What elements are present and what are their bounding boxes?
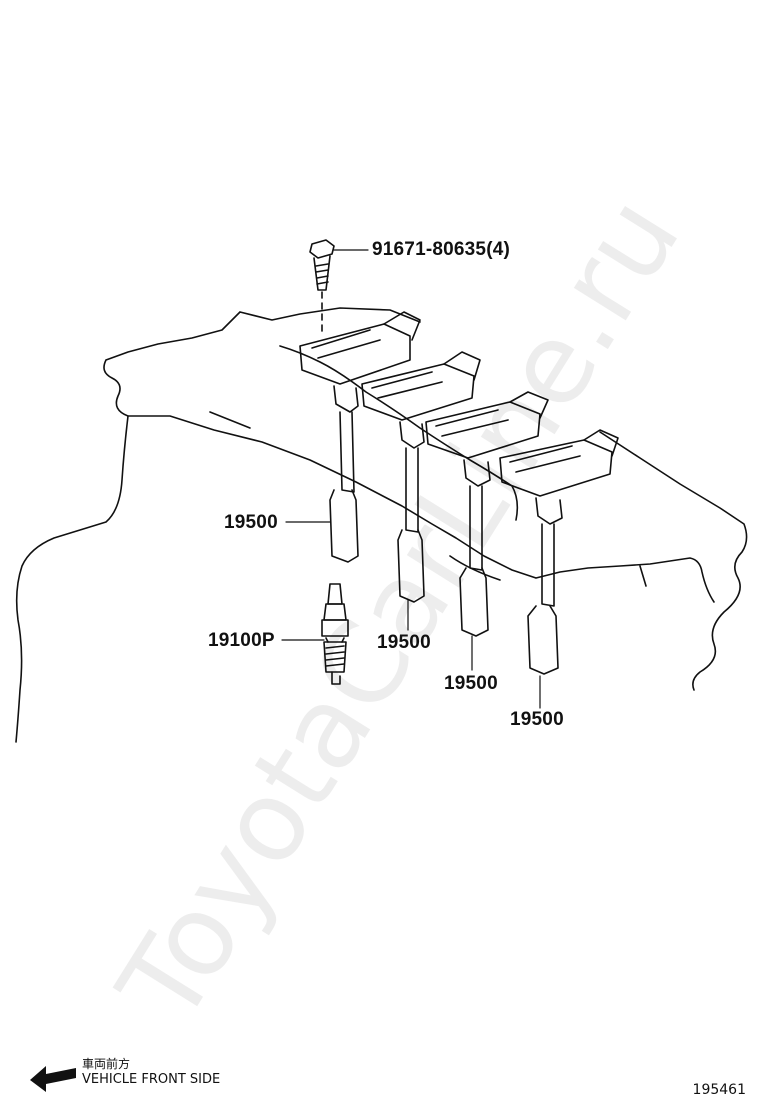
vehicle-front-label-en: VEHICLE FRONT SIDE xyxy=(82,1072,221,1087)
engine-head-outline xyxy=(103,307,748,691)
ignition-coil-2-drawing xyxy=(361,351,481,603)
ignition-coil-3-drawing xyxy=(425,391,549,637)
bolt-part-number[interactable]: 91671-80635(4) xyxy=(372,239,511,260)
coil-2-part-number[interactable]: 19500 xyxy=(377,632,431,653)
coil-4-part-number[interactable]: 19500 xyxy=(510,709,564,730)
arrow-left-icon xyxy=(30,1066,76,1092)
wiring-harness xyxy=(279,345,519,521)
spark-plug-drawing xyxy=(321,583,349,685)
bolt-drawing xyxy=(309,239,335,337)
ignition-coil-1-drawing xyxy=(299,311,421,563)
engine-block-contour xyxy=(15,415,129,743)
coil-1-part-number[interactable]: 19500 xyxy=(224,512,278,533)
vehicle-front-label-jp: 車両前方 xyxy=(82,1057,131,1071)
spark-plug-part-number[interactable]: 19100P xyxy=(208,630,275,651)
figure-number: 195461 xyxy=(692,1082,746,1098)
leader-lines xyxy=(281,249,541,709)
coil-3-part-number[interactable]: 19500 xyxy=(444,673,498,694)
ignition-coil-4-drawing xyxy=(499,429,619,675)
